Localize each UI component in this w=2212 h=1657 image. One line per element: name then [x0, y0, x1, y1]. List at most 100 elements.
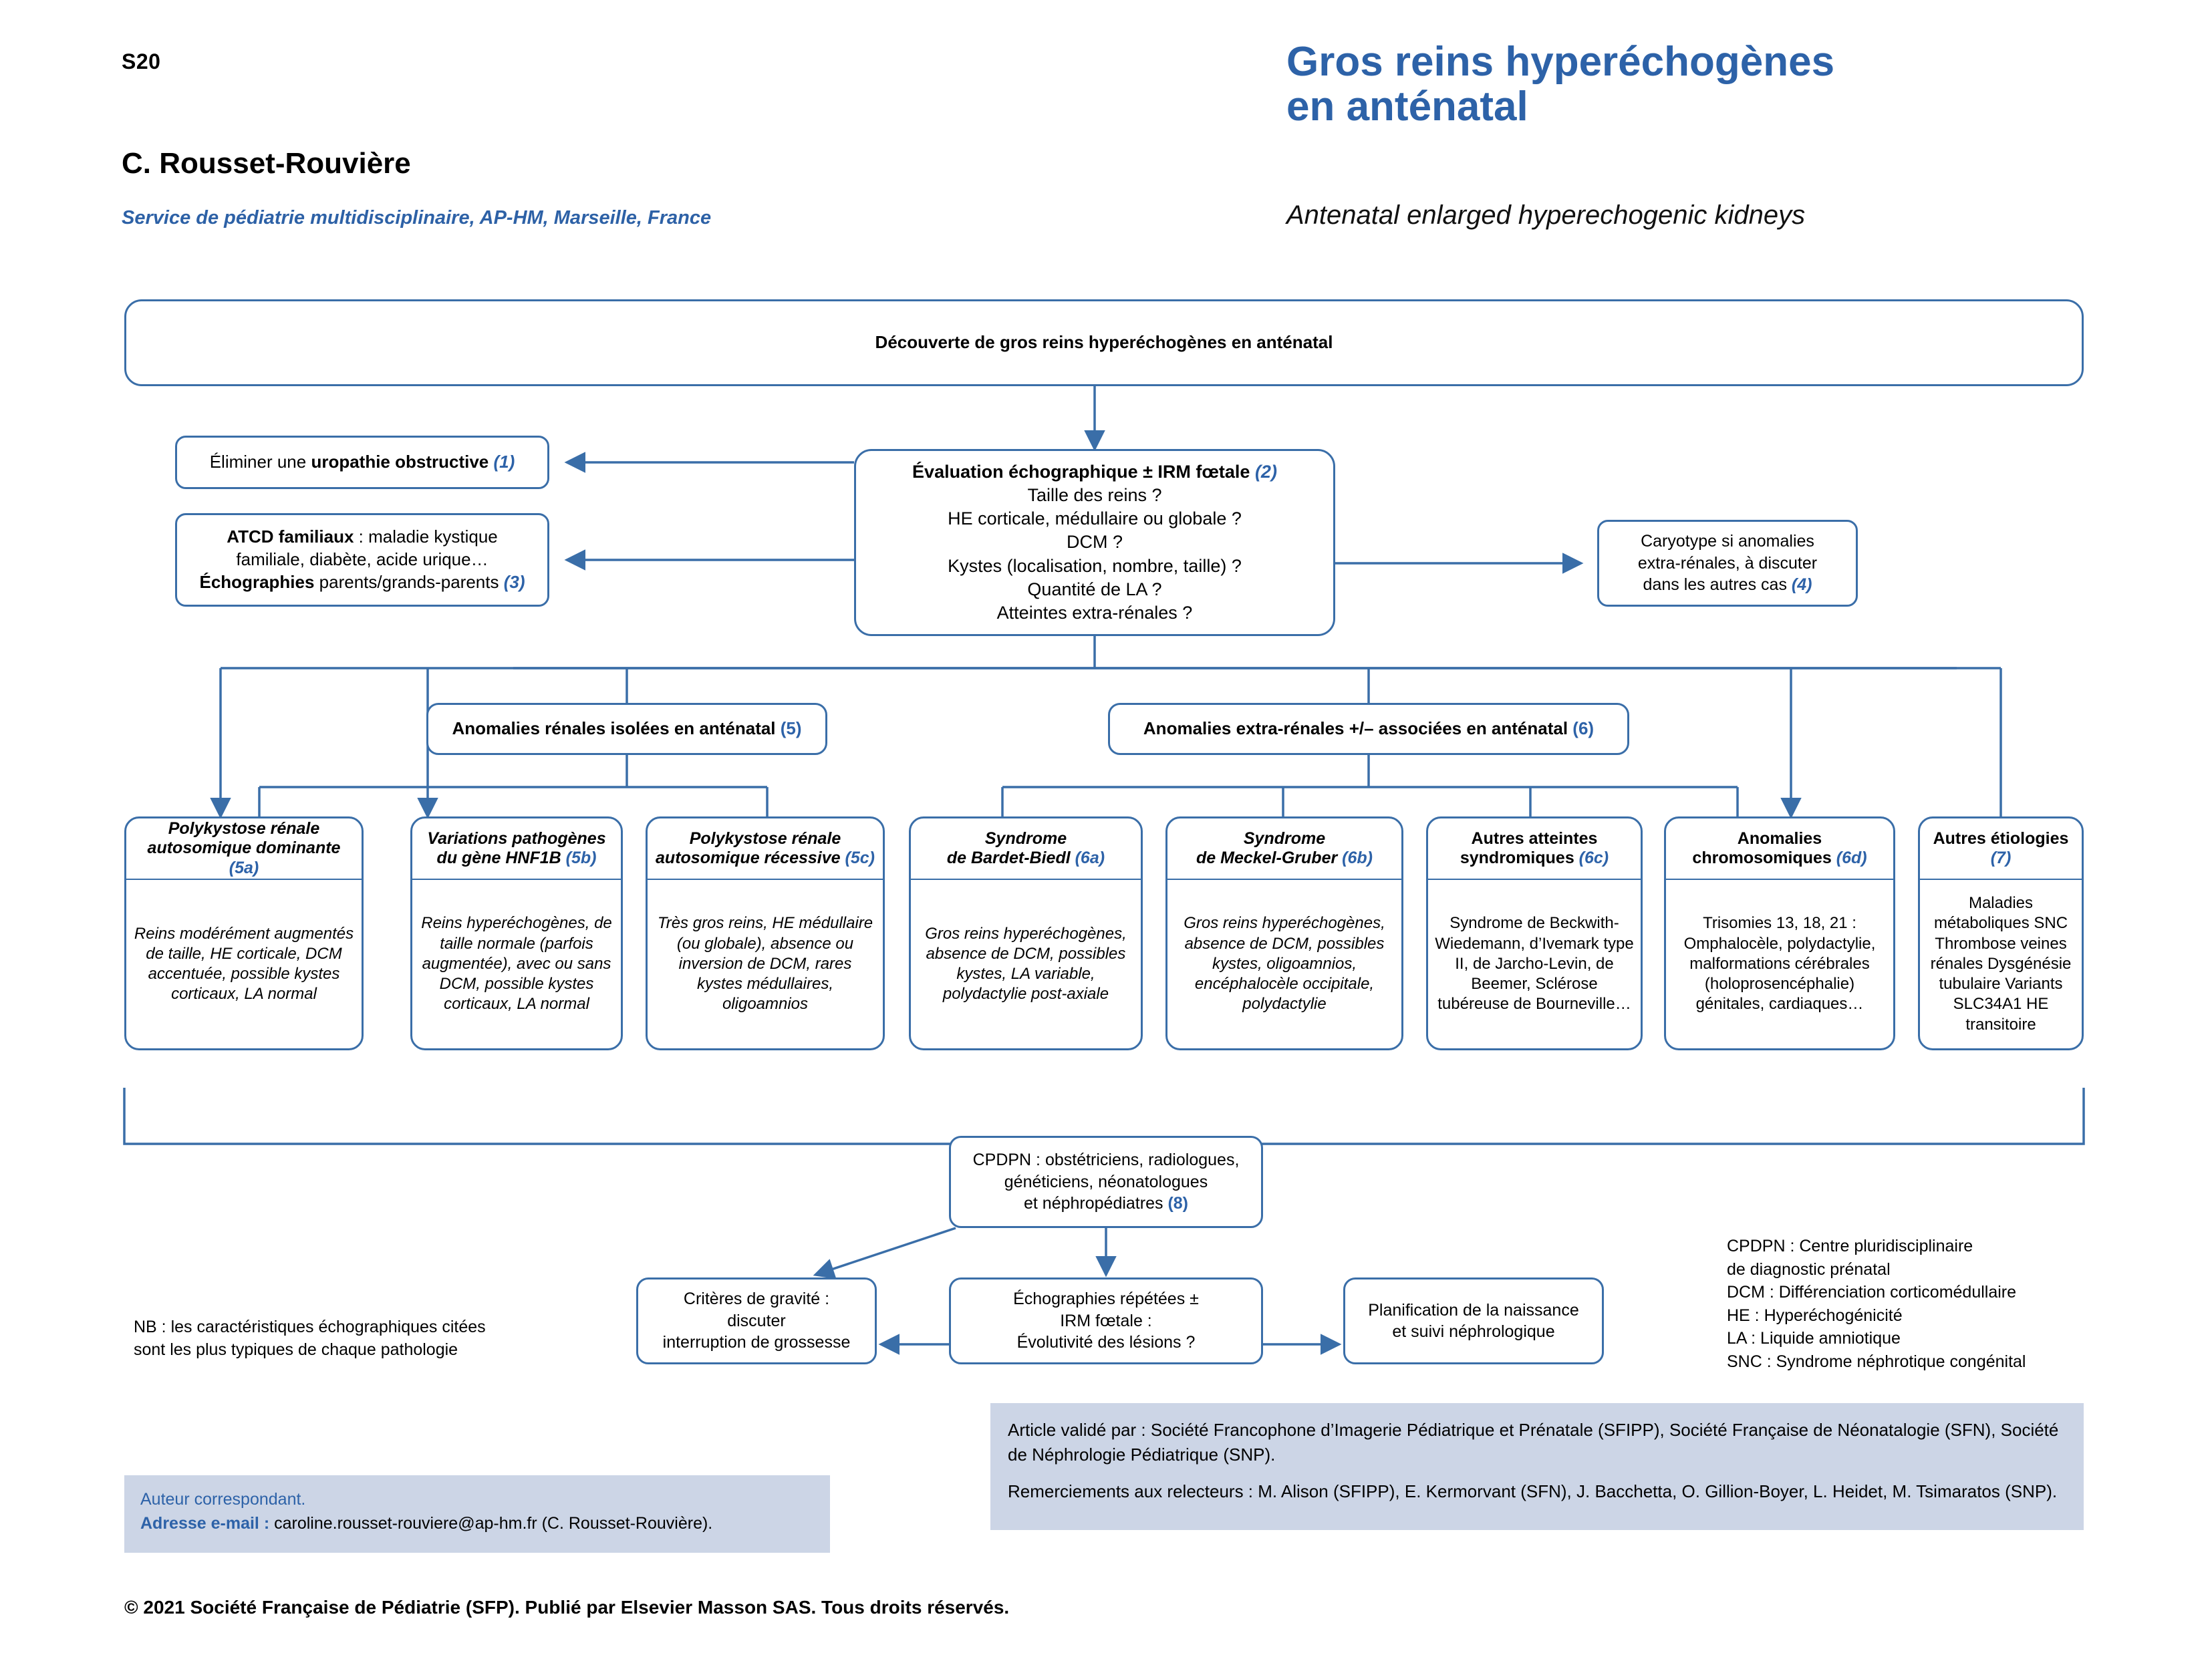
email-value[interactable]: caroline.rousset-rouviere@ap-hm.fr (C. R… [269, 1514, 713, 1533]
criteres-line3: interruption de grossesse [662, 1333, 851, 1352]
caryotype-line3: dans les autres cas [1643, 575, 1792, 595]
cpdpn-ref: (8) [1167, 1194, 1188, 1213]
legend-line: SNC : Syndrome néphrotique congénital [1727, 1352, 2026, 1371]
legend-line: HE : Hyperéchogénicité [1727, 1306, 1903, 1325]
box-isolated-renal-anomalies: Anomalies rénales isolées en anténatal (… [426, 703, 827, 755]
box-ultrasound-evaluation: Évaluation échographique ± IRM fœtale (2… [854, 449, 1335, 636]
box-discovery: Découverte de gros reins hyperéchogènes … [124, 299, 2084, 386]
panel-validation: Article validé par : Société Francophone… [990, 1403, 2084, 1530]
box-family-history: ATCD familiaux : maladie kystique famili… [175, 513, 549, 607]
card-title-line1: Autres étiologies [1933, 828, 2069, 848]
atcd-line3-strong: Échographies [199, 571, 315, 592]
card-title: Polykystose rénale autosomique récessive… [648, 818, 883, 880]
validation-paragraph-1: Article validé par : Société Francophone… [1008, 1420, 2059, 1465]
box-discovery-label: Découverte de gros reins hyperéchogènes … [875, 332, 1333, 353]
author-name: C. Rousset-Rouvière [122, 147, 411, 180]
card-title: Autres atteintes syndromiques (6c) [1428, 818, 1641, 880]
extra-label: Anomalies extra-rénales +/– associées en… [1143, 718, 1573, 739]
card-title-line1: Polykystose rénale [689, 828, 841, 848]
box-extrarenal-anomalies: Anomalies extra-rénales +/– associées en… [1108, 703, 1629, 755]
card-title-line2: syndromiques [1460, 849, 1579, 867]
card-title: Anomalies chromosomiques (6d) [1666, 818, 1893, 880]
card-body: Syndrome de Beckwith-Wiedemann, d’Ivemar… [1435, 914, 1634, 1014]
uropathie-ref: (1) [493, 452, 515, 472]
extra-ref: (6) [1572, 718, 1595, 739]
caryotype-line2: extra-rénales, à discuter [1637, 553, 1818, 573]
isolees-label: Anomalies rénales isolées en anténatal [452, 718, 781, 739]
card-title-line1: Syndrome [984, 828, 1067, 848]
email-label: Adresse e-mail : [140, 1514, 270, 1533]
atcd-line1-rest: : maladie kystique [354, 526, 498, 547]
atcd-line2: familiale, diabète, acide urique… [236, 549, 489, 570]
page-title-en: Antenatal enlarged hyperechogenic kidney… [1286, 200, 1806, 230]
legend-line: LA : Liquide amniotique [1727, 1329, 1901, 1348]
eval-title: Évaluation échographique ± IRM fœtale [912, 462, 1250, 482]
card-title-line1: Autres atteintes [1471, 828, 1598, 848]
uropathie-prefix: Éliminer une [209, 452, 311, 472]
box-severity-criteria: Critères de gravité : discuter interrupt… [636, 1277, 877, 1364]
uropathie-strong: uropathie obstructive [311, 452, 489, 472]
box-repeated-ultrasounds: Échographies répétées ± IRM fœtale : Évo… [949, 1277, 1263, 1364]
page-number: S20 [122, 49, 161, 73]
card-title-line2: de Bardet-Biedl [946, 849, 1075, 867]
card-other-syndromes: Autres atteintes syndromiques (6c) Syndr… [1426, 816, 1643, 1050]
echo-line1: Échographies répétées ± [1013, 1290, 1199, 1309]
criteres-line2: discuter [727, 1311, 786, 1330]
card-title: Polykystose rénale autosomique dominante… [126, 818, 362, 880]
criteres-line1: Critères de gravité : [683, 1290, 830, 1309]
box-eliminate-obstructive-uropathy: Éliminer une uropathie obstructive (1) [175, 436, 549, 489]
card-bardet-biedl: Syndrome de Bardet-Biedl (6a) Gros reins… [909, 816, 1143, 1050]
card-title-line1: Syndrome [1243, 828, 1326, 848]
legend-line: CPDPN : Centre pluridisciplinaire [1727, 1237, 1973, 1255]
card-ref: (5a) [229, 858, 259, 877]
card-ref: (6a) [1075, 849, 1105, 867]
card-body: Reins modérément augmentés de taille, HE… [134, 924, 354, 1004]
panel-corresponding-author: Auteur correspondant. Adresse e-mail : c… [124, 1475, 830, 1553]
card-body: Maladies métaboliques SNC Thrombose vein… [1930, 894, 2072, 1034]
abbreviations-legend: CPDPN : Centre pluridisciplinaire de dia… [1727, 1235, 2101, 1373]
card-arpkd: Polykystose rénale autosomique récessive… [646, 816, 885, 1050]
card-title-line2: autosomique dominante [147, 839, 341, 858]
card-body: Trisomies 13, 18, 21 : Omphalocèle, poly… [1683, 914, 1876, 1014]
card-ref: (6c) [1578, 849, 1609, 867]
card-title-line2: de Meckel-Gruber [1196, 849, 1343, 867]
atcd-ref: (3) [503, 571, 525, 592]
card-ref: (5b) [565, 849, 597, 867]
card-adpkd: Polykystose rénale autosomique dominante… [124, 816, 364, 1050]
nb-line1: NB : les caractéristiques échographiques… [134, 1318, 486, 1336]
isolees-ref: (5) [780, 718, 802, 739]
cpdpn-line2: généticiens, néonatologues [1004, 1172, 1208, 1191]
card-body: Gros reins hyperéchogènes, absence de DC… [925, 924, 1127, 1004]
card-title: Syndrome de Meckel-Gruber (6b) [1167, 818, 1401, 880]
legend-line: de diagnostic prénatal [1727, 1259, 1891, 1279]
atcd-line3-rest: parents/grands-parents [314, 571, 504, 592]
eval-question: HE corticale, médullaire ou globale ? [948, 508, 1242, 529]
eval-question: Kystes (localisation, nombre, taille) ? [948, 555, 1242, 576]
cpdpn-line3: et néphropédiatres [1024, 1194, 1168, 1213]
card-body: Reins hyperéchogènes, de taille normale … [421, 914, 612, 1014]
card-ref: (6b) [1342, 849, 1373, 867]
eval-question: DCM ? [1066, 532, 1123, 553]
caryotype-ref: (4) [1791, 575, 1812, 595]
note-nb: NB : les caractéristiques échographiques… [134, 1316, 561, 1362]
card-title-line1: Anomalies [1737, 828, 1822, 848]
box-cpdpn: CPDPN : obstétriciens, radiologues, géné… [949, 1136, 1263, 1228]
card-title: Syndrome de Bardet-Biedl (6a) [911, 818, 1141, 880]
title-fr-line1: Gros reins hyperéchogènes [1286, 39, 1835, 85]
box-karyotype: Caryotype si anomalies extra-rénales, à … [1597, 520, 1858, 607]
corresponding-author-label: Auteur correspondant. [140, 1490, 306, 1509]
card-chromosomal-anomalies: Anomalies chromosomiques (6d) Trisomies … [1664, 816, 1895, 1050]
card-title-line2: chromosomiques [1692, 849, 1836, 867]
cpdpn-line1: CPDPN : obstétriciens, radiologues, [972, 1151, 1240, 1170]
card-ref: (5c) [845, 849, 875, 867]
echo-line3: Évolutivité des lésions ? [1016, 1333, 1196, 1352]
card-title: Autres étiologies (7) [1920, 818, 2082, 880]
card-ref: (7) [1990, 849, 2012, 867]
legend-line: DCM : Différenciation corticomédullaire [1727, 1283, 2017, 1302]
box-birth-planning: Planification de la naissance et suivi n… [1343, 1277, 1604, 1364]
card-title-line1: Variations pathogènes [427, 828, 606, 848]
card-hnf1b: Variations pathogènes du gène HNF1B (5b)… [410, 816, 623, 1050]
card-other-etiologies: Autres étiologies (7) Maladies métaboliq… [1918, 816, 2084, 1050]
eval-question: Atteintes extra-rénales ? [996, 602, 1193, 623]
card-title-line1: Polykystose rénale [168, 818, 320, 838]
